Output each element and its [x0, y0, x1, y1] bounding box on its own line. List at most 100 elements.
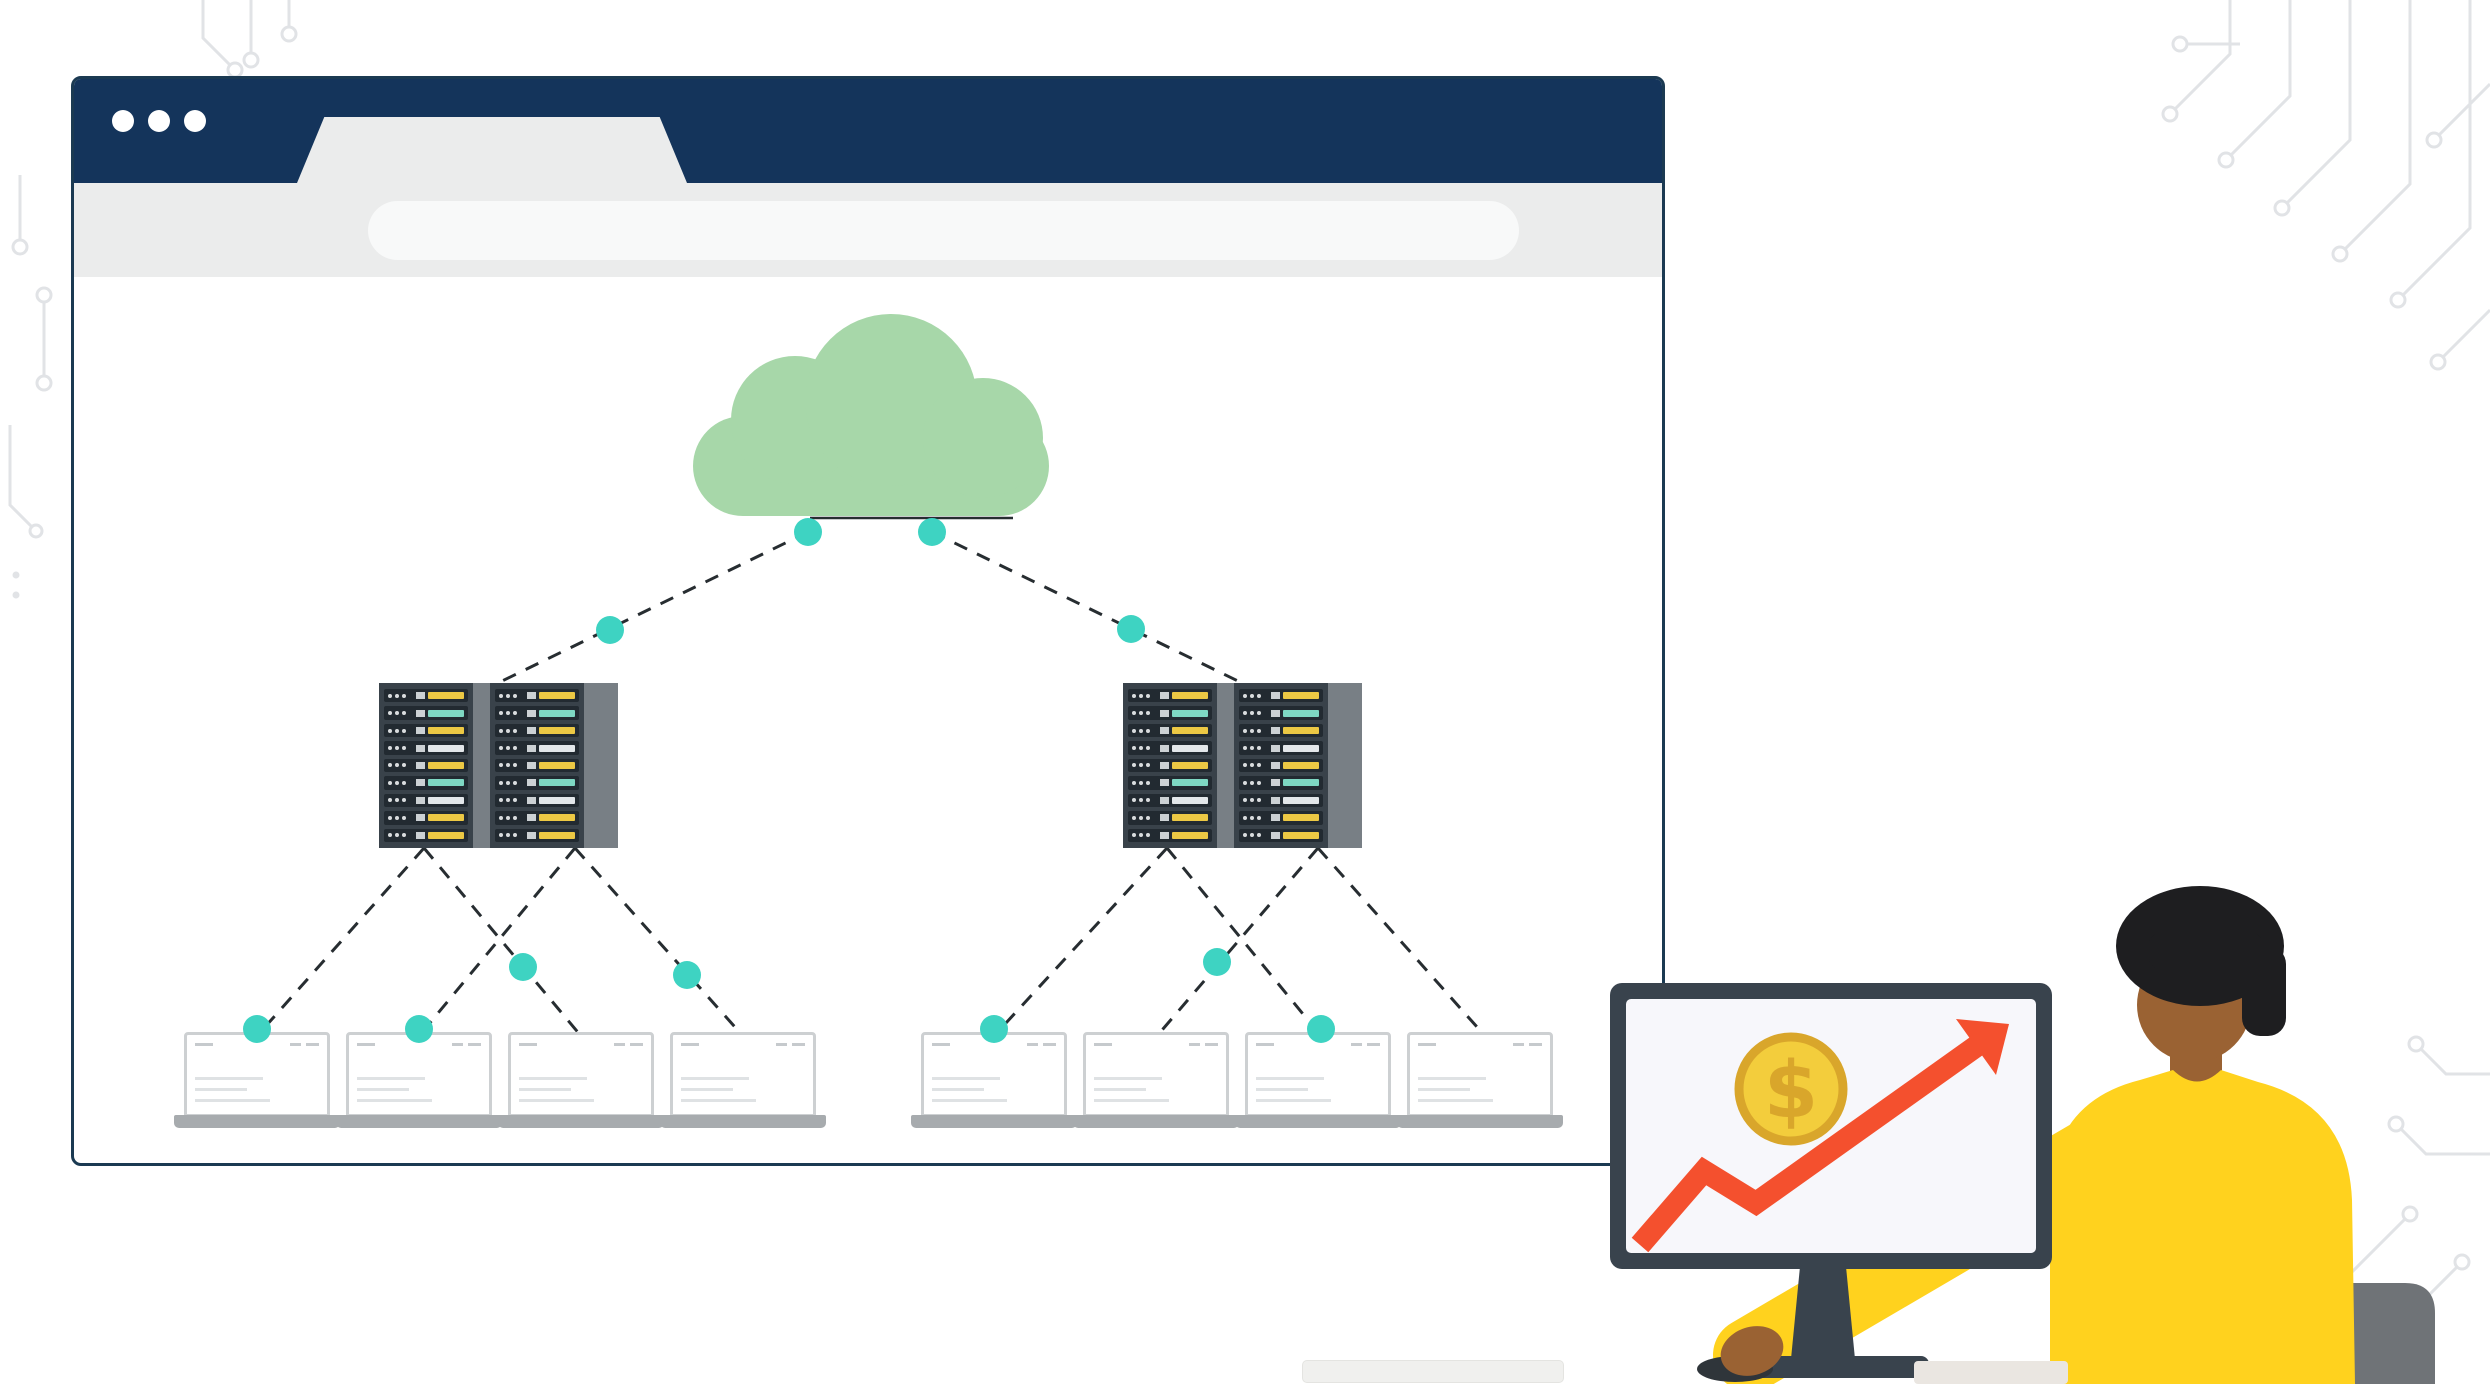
network-node-dot	[980, 1015, 1008, 1043]
rack-row	[384, 776, 468, 790]
network-node-dot	[243, 1015, 271, 1043]
window-control-dot[interactable]	[148, 110, 170, 132]
laptop-screen	[1245, 1032, 1391, 1117]
rack-row	[495, 741, 579, 755]
desk-strip	[1302, 1360, 1564, 1383]
rack-row	[495, 811, 579, 825]
rack-row	[384, 811, 468, 825]
network-node-dot	[509, 953, 537, 981]
monitor: $	[1610, 983, 2052, 1269]
rack-row	[495, 723, 579, 738]
rack-row	[1128, 723, 1212, 738]
server-rack	[1123, 683, 1217, 848]
rack-row	[384, 758, 468, 773]
network-node-dot	[918, 518, 946, 546]
browser-tab[interactable]	[297, 117, 687, 183]
arrowhead-icon	[1956, 1019, 2009, 1075]
laptop-screen	[184, 1032, 330, 1117]
rack-row	[1128, 828, 1212, 842]
rack-row	[495, 828, 579, 842]
window-control-dot[interactable]	[112, 110, 134, 132]
laptop-base	[1397, 1115, 1563, 1128]
rack-row	[1128, 741, 1212, 755]
rack-row	[495, 793, 579, 808]
network-node-dot	[405, 1015, 433, 1043]
rack-row	[495, 776, 579, 790]
laptop	[1397, 1032, 1563, 1128]
dollar-coin-icon	[1734, 1032, 1848, 1146]
laptop-screen	[670, 1032, 816, 1117]
monitor-stand-neck	[1791, 1267, 1855, 1359]
laptop	[1235, 1032, 1401, 1128]
rack-row	[495, 706, 579, 720]
cloud-icon	[693, 314, 1049, 516]
rack-row	[1128, 706, 1212, 720]
person-hand	[1720, 1326, 1784, 1376]
laptop-base	[336, 1115, 502, 1128]
rack-row	[1239, 741, 1323, 755]
laptop-screen	[508, 1032, 654, 1117]
person-hair-fringe	[2148, 930, 2264, 972]
rack-row	[384, 828, 468, 842]
laptop	[1073, 1032, 1239, 1128]
monitor-screen: $	[1626, 999, 2036, 1253]
keyboard	[1914, 1361, 2068, 1384]
laptop-base	[498, 1115, 664, 1128]
laptop-group	[174, 1032, 826, 1128]
laptop-base	[1073, 1115, 1239, 1128]
rack-row	[1128, 758, 1212, 773]
circuit-decoration-top-left	[201, 0, 298, 79]
laptop-screen	[346, 1032, 492, 1117]
laptop-screen	[921, 1032, 1067, 1117]
circuit-decoration-left	[8, 175, 53, 599]
circuit-decoration-top-right	[2161, 0, 2490, 371]
server-rack	[490, 683, 584, 848]
rack-row	[1239, 689, 1323, 703]
window-controls	[112, 110, 206, 132]
rack-row	[384, 723, 468, 738]
growth-chart-graphic: $	[1631, 1019, 2009, 1253]
laptop	[911, 1032, 1077, 1128]
laptop	[336, 1032, 502, 1128]
laptop-screen	[1083, 1032, 1229, 1117]
server-cluster-left	[379, 683, 618, 848]
dollar-symbol: $	[1764, 1046, 1818, 1136]
network-node-dot	[596, 616, 624, 644]
laptop-base	[1235, 1115, 1401, 1128]
network-node-dot	[1117, 615, 1145, 643]
server-rack	[379, 683, 473, 848]
rack-row	[495, 689, 579, 703]
laptop	[174, 1032, 340, 1128]
rack-row	[384, 706, 468, 720]
rack-row	[1239, 706, 1323, 720]
network-node-dot	[794, 518, 822, 546]
rack-row	[1128, 689, 1212, 703]
network-node-dot	[1307, 1015, 1335, 1043]
laptop	[660, 1032, 826, 1128]
browser-titlebar	[74, 79, 1662, 183]
rack-row	[1128, 811, 1212, 825]
laptop-base	[911, 1115, 1077, 1128]
laptop-group	[911, 1032, 1563, 1128]
rack-row	[1239, 793, 1323, 808]
rack-row	[1239, 758, 1323, 773]
browser-window	[71, 76, 1665, 1166]
rack-row	[1239, 828, 1323, 842]
browser-toolbar	[74, 183, 1662, 277]
network-links	[255, 516, 1487, 1038]
laptop-base	[174, 1115, 340, 1128]
laptop-base	[660, 1115, 826, 1128]
laptop-screen	[1407, 1032, 1553, 1117]
rack-row	[1128, 776, 1212, 790]
rack-row	[1239, 811, 1323, 825]
address-bar[interactable]	[368, 201, 1519, 260]
server-cluster-right	[1123, 683, 1362, 848]
rack-row	[384, 793, 468, 808]
server-rack	[1234, 683, 1328, 848]
window-control-dot[interactable]	[184, 110, 206, 132]
rack-row	[1128, 793, 1212, 808]
rack-row	[384, 689, 468, 703]
rack-row	[384, 741, 468, 755]
rack-row	[1239, 723, 1323, 738]
